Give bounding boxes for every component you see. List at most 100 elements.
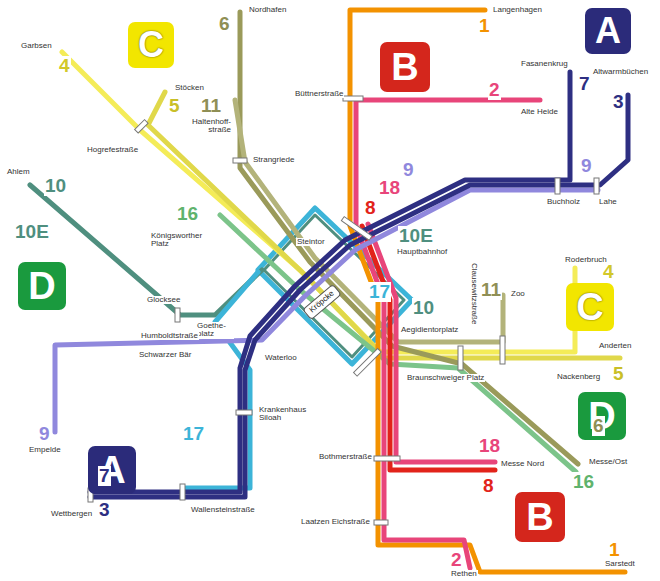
line-letter: B — [391, 48, 418, 86]
station-bar — [594, 178, 599, 194]
line-letter-box: C — [566, 283, 614, 331]
station-name: Waterloo — [264, 354, 298, 362]
line-number: 2 — [488, 80, 501, 100]
line-letter-box: A — [585, 8, 631, 54]
line-number: 1 — [608, 540, 621, 560]
station-box: Kröpcke — [302, 284, 342, 320]
line-number: 9 — [580, 156, 593, 176]
station-name: Lahe — [598, 198, 618, 206]
station-bar — [236, 410, 252, 415]
station-bar — [233, 158, 247, 163]
line-number: 3 — [612, 92, 625, 112]
station-bar — [354, 349, 382, 377]
line-6 — [240, 12, 578, 464]
line-letter: D — [28, 267, 55, 305]
line-letter: B — [526, 498, 553, 536]
line-3 — [90, 95, 628, 497]
station-name: Steintor — [296, 238, 326, 246]
line-18 — [368, 224, 495, 462]
station-name: Fasanenkrug — [520, 60, 569, 68]
line-number: 4 — [602, 262, 615, 282]
line-letter: C — [138, 27, 164, 63]
station-name: Buchholz — [546, 198, 581, 206]
line-letter: A — [595, 13, 621, 49]
station-bar — [500, 336, 505, 364]
station-name: Krankenhaus Siloah — [258, 406, 308, 423]
station-name: Wettbergen — [50, 510, 93, 518]
line-letter-box: C — [128, 22, 174, 68]
station-name: Stöcken — [174, 84, 205, 92]
line-letter-box: B — [515, 492, 565, 542]
line-number: 9 — [38, 424, 51, 444]
line-number: 4 — [58, 56, 71, 76]
line-number: 16 — [572, 472, 595, 492]
station-bar — [175, 308, 180, 322]
line-number: 16 — [176, 204, 199, 224]
station-bar — [135, 120, 148, 133]
line-letter: C — [576, 288, 603, 326]
station-name: Goethe- platz — [196, 322, 234, 339]
station-name: Büttnerstraße — [294, 90, 344, 98]
line-number: 5 — [168, 96, 181, 116]
station-name: Nackenberg — [556, 373, 601, 381]
line-number: 3 — [98, 500, 111, 520]
station-name: Schwarzer Bär — [138, 351, 192, 359]
line-number: 8 — [482, 476, 495, 496]
station-name: Hogrefestraße — [86, 146, 139, 154]
station-name: Messe Nord — [500, 460, 545, 468]
station-name: Bothmerstraße — [318, 453, 373, 461]
station-bar — [374, 456, 400, 461]
station-name: Strangriede — [252, 156, 295, 164]
line-16 — [220, 215, 576, 472]
line-number: 7 — [98, 466, 111, 486]
line-number: 8 — [364, 198, 377, 218]
line-number: 10 — [412, 298, 435, 318]
station-name: Langenhagen — [492, 6, 543, 14]
line-9 — [55, 190, 598, 432]
line-number: 18 — [478, 436, 501, 456]
station-name: Ahlem — [6, 168, 31, 176]
line-number: 6 — [218, 14, 231, 34]
line-number: 10 — [44, 176, 67, 196]
line-number: 9 — [402, 160, 415, 180]
line-number: 17 — [182, 424, 205, 444]
station-bar — [180, 484, 185, 500]
station-name: Alte Heide — [520, 108, 559, 116]
station-name: Messe/Ost — [588, 458, 628, 466]
line-number: 10E — [14, 222, 50, 242]
line-number: 1 — [478, 16, 491, 36]
line-number: 2 — [450, 550, 463, 570]
station-name: Anderten — [598, 342, 632, 350]
station-name: Wallensteinstraße — [190, 506, 256, 514]
line-letter-box: A — [88, 446, 136, 494]
line-letter-box: B — [380, 42, 430, 92]
station-bar — [555, 178, 560, 194]
station-name: Sarstedt — [604, 560, 636, 568]
station-name: Altwarmbüchen — [592, 68, 649, 76]
station-name: Aegidientorplatz — [400, 326, 459, 334]
station-name: Königsworther Platz — [150, 232, 210, 249]
station-name: Clausewitzstraße — [470, 262, 478, 325]
line-number: 11 — [200, 96, 222, 116]
station-name: Nordhafen — [248, 6, 287, 14]
line-number: 6 — [592, 416, 605, 436]
line-7 — [90, 72, 570, 492]
station-name: Zoo — [510, 290, 526, 298]
station-bar — [458, 346, 463, 370]
station-name: Haltenhoff- straße — [182, 118, 232, 135]
station-bar — [374, 520, 388, 525]
station-name: Kröpcke — [308, 290, 336, 315]
station-name: Rethen — [450, 570, 478, 578]
station-name: Hauptbahnhof — [396, 248, 448, 256]
station-name: Empelde — [28, 446, 62, 454]
line-2 — [356, 100, 540, 568]
station-bar — [341, 217, 372, 241]
line-number: 10E — [398, 226, 434, 246]
station-name: Laatzen Eichstraße — [300, 518, 371, 526]
line-number: 7 — [578, 74, 591, 94]
line-number: 18 — [378, 178, 401, 198]
station-bar — [343, 96, 363, 101]
line-number: 5 — [612, 364, 625, 384]
line-4 — [62, 52, 575, 352]
